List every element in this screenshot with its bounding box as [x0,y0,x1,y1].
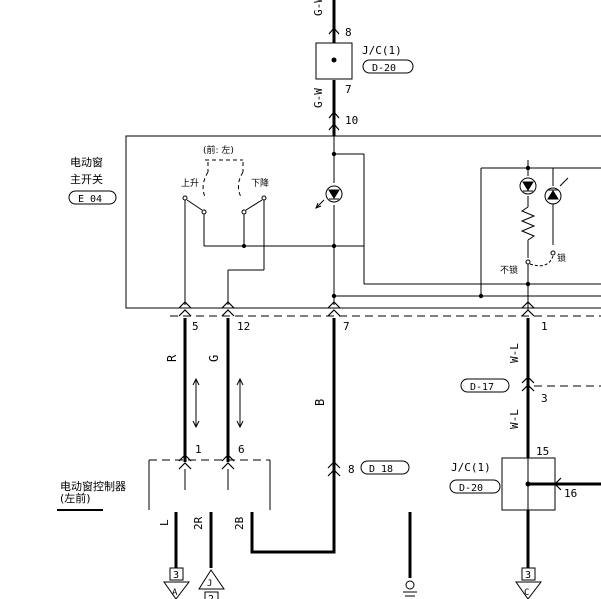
switch-connector-badge [68,190,117,205]
unlock-label: 不锁 [500,264,518,276]
pin-1: 1 [541,320,548,333]
d17-connector-badge [460,378,510,393]
illumination-led [315,136,343,305]
controller-pins [178,454,235,470]
switch-pin-top: 10 [345,114,358,127]
wire-wl-upper-label: W-L [508,343,521,363]
controller-name-line2: (左前) [60,491,91,505]
ref-a-num: 3 [173,570,179,581]
wire-r-label: R [165,354,179,362]
front-left-label: (前: 左) [203,144,234,156]
switch-name-line2: 主开关 [70,172,103,186]
wire-wl-lower-label: W-L [508,409,521,429]
jc-top-connector: D-20 [372,63,396,74]
jc-top-connector-badge [362,59,414,74]
window-switch-contacts [182,159,364,305]
jc-bottom-pin-right-arrow [554,477,562,491]
harness-wires [174,318,530,578]
controller-pin-2r: 2R [192,516,205,530]
pin-7: 7 [343,320,350,333]
controller-pin-l: L [158,519,171,526]
jc-bottom-pin-right: 16 [564,487,577,500]
ref-j-num: 2 [208,594,214,599]
controller-pin-2b: 2B [233,516,246,530]
jc-top-pin-bottom: 7 [345,83,352,96]
d17-pin-number: 3 [541,392,548,405]
d17-connector: D-17 [470,382,494,393]
jc-bottom-connector-badge [449,479,501,494]
wire-g-label: G [207,355,221,362]
jc-bottom-node [525,481,531,487]
switch-name-line1: 电动窗 [70,155,103,169]
main-switch-box [125,135,601,309]
jc-top-pin-top: 8 [345,26,352,39]
connector-pins [178,301,535,317]
controller-pin-6: 6 [238,443,245,456]
ref-a-letter: A [172,588,178,598]
d17-pin [521,376,535,392]
ref-c [515,567,543,599]
d18-pin-number: 8 [348,463,355,476]
ref-a [163,567,191,599]
lock-circuit [480,160,601,310]
d18-connector-badge [360,460,410,475]
top-feed-wire [328,0,340,136]
lock-bus-junction [525,281,531,287]
controller-outline [148,459,271,510]
pin-12: 12 [237,320,250,333]
switch-junction-246 [242,244,246,248]
jc-bottom-pin-top: 15 [536,445,549,458]
pin-5: 5 [192,320,199,333]
d18-pin [327,461,341,477]
bus-junction-1 [331,293,337,299]
switch-connector: E 04 [78,194,102,205]
controller-name-line1: 电动窗控制器 [60,479,126,493]
ref-c-num: 3 [525,570,531,581]
motion-arrows [192,377,244,429]
wire-b-label: B [313,399,327,406]
down-label: 下降 [251,177,269,189]
top-wire-color-label-2: G-W [312,88,325,108]
controller-pin-1: 1 [195,443,202,456]
d18-connector: D 18 [369,464,393,475]
ground-symbol [403,580,417,597]
jc-top-node [331,57,337,63]
ref-j [198,569,225,599]
up-label: 上升 [181,178,199,189]
ref-j-letter: J [207,579,212,589]
ref-c-letter: C [524,588,529,598]
top-wire-color-label: G-W [312,0,325,16]
jc-top-label: J/C(1) [362,44,402,57]
lock-label: 锁 [557,252,566,264]
jc-bottom-connector: D-20 [459,483,483,494]
jc-bottom-label: J/C(1) [451,461,491,474]
lock-top-junction [525,165,531,171]
